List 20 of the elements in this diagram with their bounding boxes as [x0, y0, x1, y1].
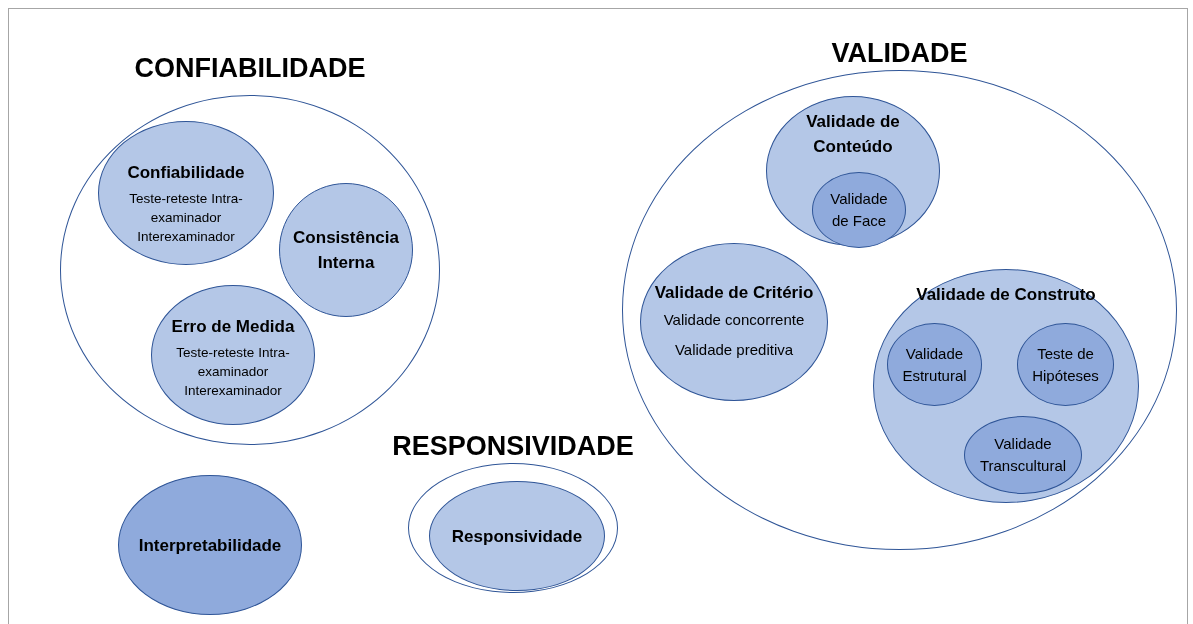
- concept-title: Confiabilidade: [126, 162, 246, 184]
- concept-label: Teste de Hipóteses: [1031, 343, 1100, 386]
- section-heading: VALIDADE: [831, 37, 968, 70]
- concept-title: Validade de Critério: [653, 281, 815, 304]
- concept-label: Validade Transcultural: [978, 434, 1068, 476]
- concept-title: Consistência Interna: [292, 227, 400, 274]
- concept-title: Erro de Medida: [170, 316, 296, 338]
- concept-ellipse: [429, 481, 605, 591]
- concept-detail: Teste-reteste Intra-examinador Interexaminador: [175, 344, 291, 400]
- concept-label: Validade de Face: [829, 189, 889, 231]
- concept-detail: Validade preditiva: [674, 339, 794, 360]
- concept-title: Validade de Conteúdo: [805, 111, 901, 158]
- section-heading: RESPONSIVIDADE: [392, 430, 634, 463]
- concept-title: Responsividade: [450, 525, 584, 548]
- concept-label: Validade Estrutural: [901, 343, 968, 386]
- concept-title: Interpretabilidade: [137, 534, 283, 557]
- section-heading: CONFIABILIDADE: [134, 52, 366, 85]
- concept-detail: Teste-reteste Intra-examinador Interexaminador: [128, 190, 244, 246]
- concept-title: Validade de Construto: [915, 284, 1097, 306]
- concept-detail: Validade concorrente: [663, 309, 805, 330]
